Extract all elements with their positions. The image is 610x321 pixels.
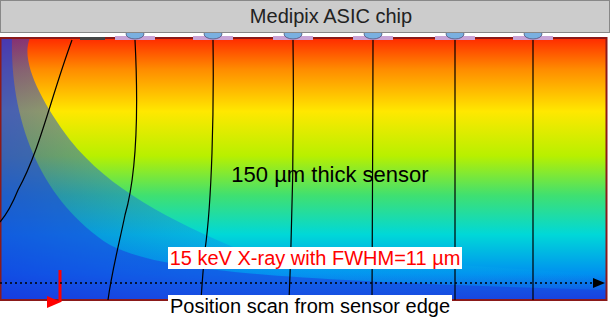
chip-box: Medipix ASIC chip [0,0,610,33]
xray-label: 15 keV X-ray with FWHM=11 µm [168,247,463,269]
field-lines [0,40,533,300]
scan-arrow [0,282,604,283]
sensor-field [0,38,606,300]
scan-label: Position scan from sensor edge [168,295,452,317]
edge-field [0,38,606,300]
xray-arrow [59,270,62,302]
node-label: 150 µm thick sensor [231,163,428,187]
edge-field [0,38,606,300]
sensor-outline [1,38,607,300]
node-label: Medipix ASIC chip [250,5,412,27]
